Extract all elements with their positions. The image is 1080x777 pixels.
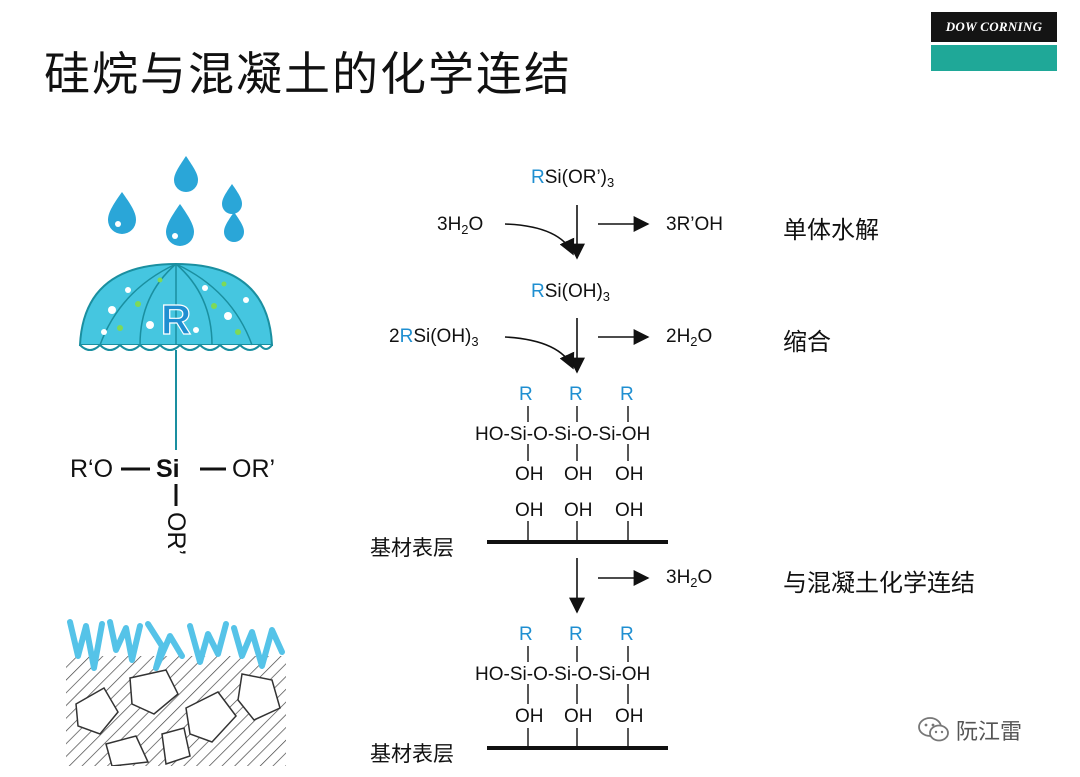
reactant-formula: RSi(OR’)3 bbox=[531, 167, 615, 191]
umbrella-icon: R bbox=[78, 262, 274, 450]
oligomer-oh-1: OH bbox=[515, 464, 544, 485]
dow-corning-logo: DOW CORNING bbox=[931, 12, 1057, 42]
step-hydrolysis-label: 单体水解 bbox=[783, 216, 879, 244]
step-condensation-label: 缩合 bbox=[783, 328, 831, 356]
watermark-text: 阮江雷 bbox=[956, 720, 1023, 745]
substrate-label: 基材表层 bbox=[370, 536, 454, 560]
water-input: 3H2O bbox=[437, 214, 484, 238]
oligomer-r-3: R bbox=[620, 384, 634, 405]
bonded-r-2: R bbox=[569, 624, 583, 645]
bonded-r-3: R bbox=[620, 624, 634, 645]
wechat-icon bbox=[918, 717, 949, 742]
oligomer-r-2: R bbox=[569, 384, 583, 405]
watermark: 阮江雷 bbox=[918, 714, 1022, 746]
concrete-section-illustration bbox=[66, 616, 286, 766]
umbrella-r-label: R bbox=[161, 296, 191, 343]
bond-center-si: Si bbox=[156, 455, 180, 483]
umbrella-illustration: R R‘O Si OR’ OR’ bbox=[70, 156, 275, 555]
bond-left-label: R‘O bbox=[70, 455, 113, 483]
bonded-r-1: R bbox=[519, 624, 533, 645]
bonded-substrate-label: 基材表层 bbox=[370, 742, 454, 766]
bonded-oh-3: OH bbox=[615, 706, 644, 727]
oligomer-oh-3: OH bbox=[615, 464, 644, 485]
oligomer-r-1: R bbox=[519, 384, 533, 405]
bonded-oh-2: OH bbox=[564, 706, 593, 727]
raindrops-icon bbox=[108, 156, 244, 246]
bonded-oh-1: OH bbox=[515, 706, 544, 727]
logo-accent-bar bbox=[931, 45, 1057, 71]
step-bonding-label: 与混凝土化学连结 bbox=[783, 569, 975, 597]
oligomer-backbone: HO-Si-O-Si-O-Si-OH bbox=[475, 424, 651, 445]
substrate-oh-2: OH bbox=[564, 500, 593, 521]
page-title: 硅烷与混凝土的化学连结 bbox=[44, 47, 572, 101]
silane-penetration-zone bbox=[67, 619, 285, 671]
substrate-oh-3: OH bbox=[615, 500, 644, 521]
alcohol-output: 3R’OH bbox=[666, 214, 724, 235]
oligomer-oh-2: OH bbox=[564, 464, 593, 485]
substrate-oh-1: OH bbox=[515, 500, 544, 521]
water-output-condensation: 2H2O bbox=[666, 326, 713, 350]
silanol-formula: RSi(OH)3 bbox=[531, 281, 610, 305]
water-output-bonding: 3H2O bbox=[666, 567, 713, 591]
bonded-backbone: HO-Si-O-Si-O-Si-OH bbox=[475, 664, 651, 685]
silanol-input: 2RSi(OH)3 bbox=[389, 326, 479, 350]
bond-bottom-label: OR’ bbox=[162, 512, 190, 555]
bond-right-label: OR’ bbox=[232, 455, 275, 483]
siloxane-bond-diagram: R‘O Si OR’ OR’ bbox=[70, 455, 275, 555]
